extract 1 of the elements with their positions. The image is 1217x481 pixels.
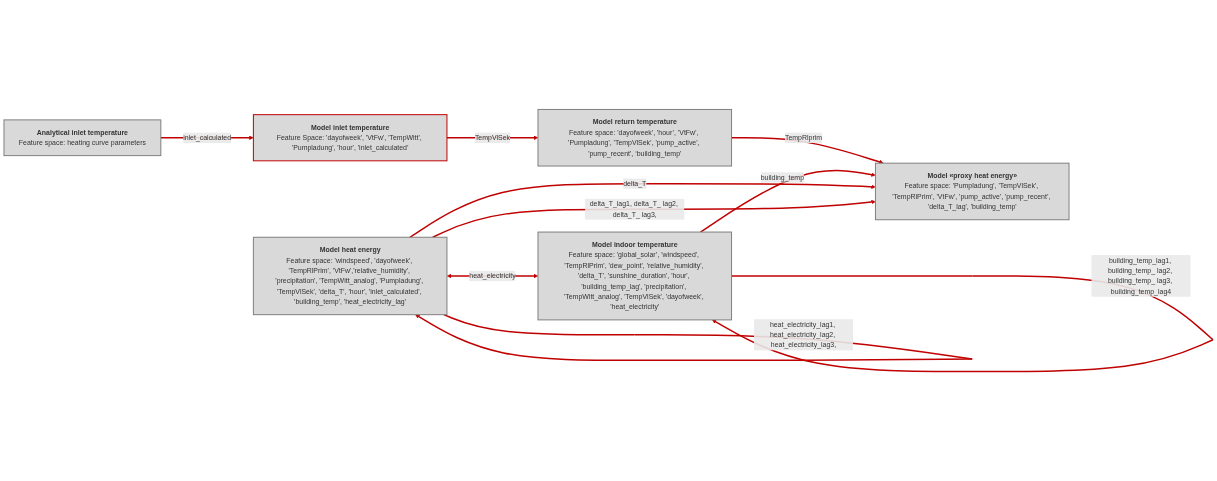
arrow — [699, 169, 876, 233]
